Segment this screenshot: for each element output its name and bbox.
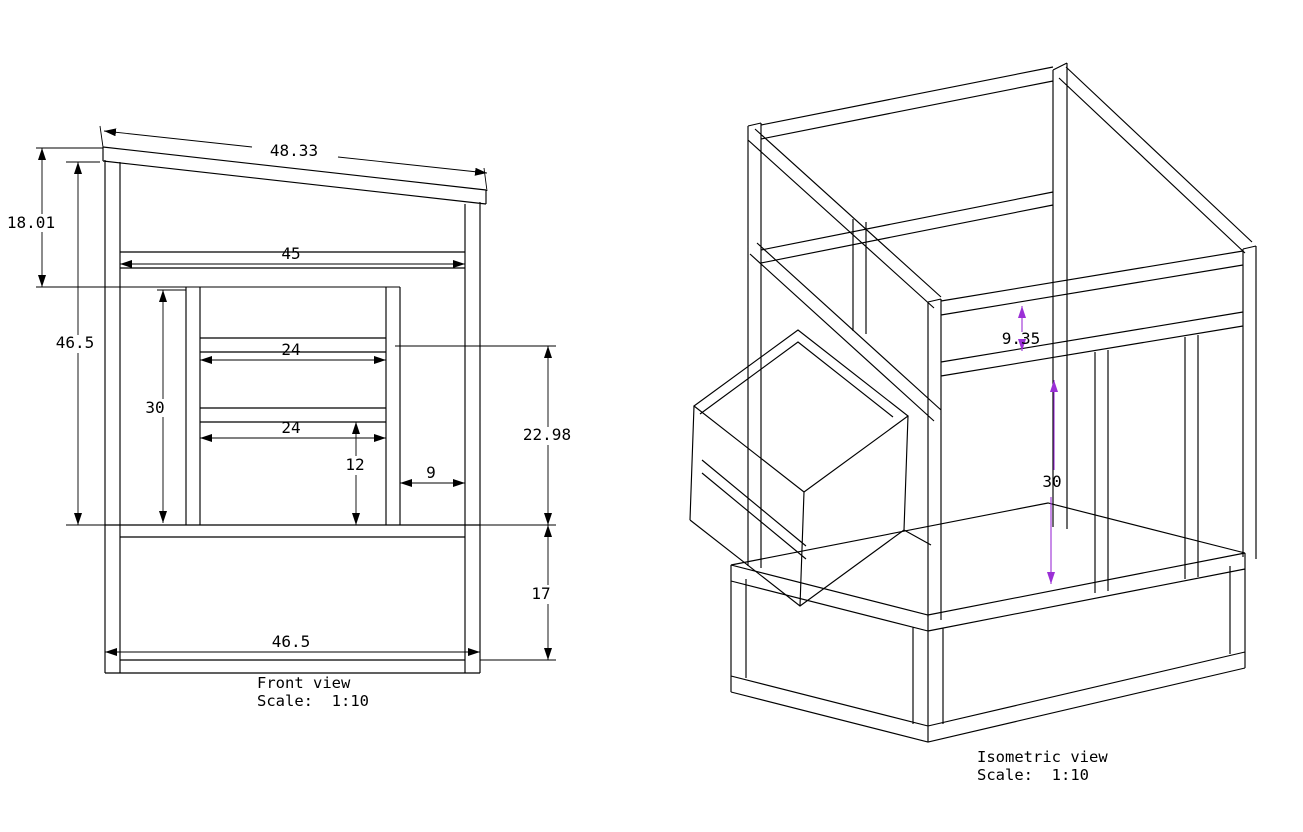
front-view-label: Front view [257,674,351,692]
dim-base-width-text: 46.5 [272,632,311,651]
dim-sill: 12 [345,422,365,525]
front-extension-lines [36,125,556,661]
dim-top-beam-text: 45 [281,244,300,263]
iso-base-box-lines [730,502,1246,743]
iso-frame-lines [747,62,1257,620]
front-view: 48.33 18.01 46.5 45 30 24 [7,125,571,710]
iso-nest-box-lines [689,329,932,607]
iso-dim-opening-height: 30 [1042,380,1062,584]
dim-rail-bottom: 24 [200,418,386,442]
dim-top-beam: 45 [120,244,465,268]
dim-base-height-text: 17 [531,584,550,603]
front-frame-lines [102,146,487,674]
dim-left-height: 46.5 [56,162,95,525]
dim-side-gap-text: 9 [426,463,436,482]
dim-left-height-text: 46.5 [56,333,95,352]
dim-roof-length: 48.33 [103,128,488,176]
dim-opening-height: 30 [145,290,167,523]
iso-dim-rail-gap: 9.35 [1002,306,1041,351]
dim-side-gap: 9 [400,463,465,487]
dim-base-width: 46.5 [105,632,480,656]
dim-roof-length-text: 48.33 [270,141,318,160]
dim-opening-height-text: 30 [145,398,164,417]
dim-rail-top-text: 24 [281,340,300,359]
dim-right-height: 22.98 [523,346,571,525]
dim-roof-rise: 18.01 [7,148,55,287]
iso-view-scale: Scale: 1:10 [977,766,1089,784]
dim-right-height-text: 22.98 [523,425,571,444]
dim-roof-rise-text: 18.01 [7,213,55,232]
dim-sill-text: 12 [345,455,364,474]
dim-rail-bottom-text: 24 [281,418,300,437]
front-view-scale: Scale: 1:10 [257,692,369,710]
iso-dim-opening-height-text: 30 [1042,472,1061,491]
dim-rail-top: 24 [200,340,386,364]
isometric-view: 9.35 30 Isometric view Scale: 1:10 [689,62,1257,784]
iso-dim-rail-gap-text: 9.35 [1002,329,1041,348]
dim-base-height: 17 [531,525,552,660]
iso-view-label: Isometric view [977,748,1108,766]
